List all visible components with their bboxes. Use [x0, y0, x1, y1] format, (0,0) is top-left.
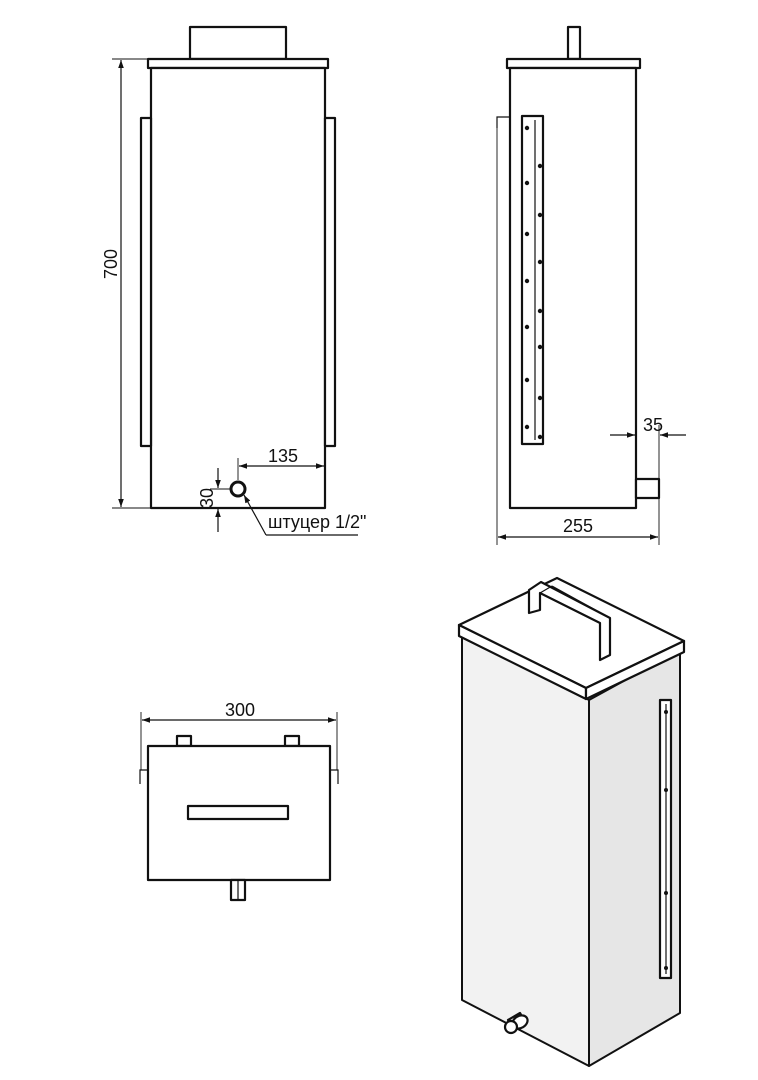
iso-handle	[527, 580, 612, 662]
side-lid	[505, 57, 642, 70]
side-depth-label: 255	[563, 516, 593, 536]
front-height-dimension: 700	[101, 58, 151, 509]
top-width-label: 300	[225, 700, 255, 720]
front-outlet-offset-label: 135	[268, 446, 298, 466]
front-right-bracket	[323, 116, 337, 448]
front-outlet-height-dimension: 30	[151, 468, 231, 532]
side-rail-bracket	[520, 114, 545, 446]
top-handle-slot	[186, 804, 290, 821]
top-left-tab	[175, 734, 193, 748]
front-outlet-height-label: 30	[197, 488, 217, 508]
side-depth-dimension: 255	[496, 128, 660, 545]
top-right-tab	[283, 734, 301, 748]
top-tank-outline	[146, 744, 332, 882]
front-left-bracket	[139, 116, 153, 448]
front-height-label: 700	[101, 249, 121, 279]
top-width-dimension: 300	[140, 700, 338, 770]
fitting-label: штуцер 1/2"	[268, 512, 366, 532]
iso-side-rail	[658, 698, 673, 980]
side-fitting-label: 35	[643, 415, 663, 435]
iso-outlet-fitting	[503, 1011, 529, 1035]
front-view: 700 135 30 штуцер 1/2"	[101, 25, 366, 536]
front-outlet-offset-dimension: 135	[237, 446, 326, 480]
side-hook	[496, 116, 510, 128]
front-lid	[146, 57, 330, 70]
side-chimney-pipe	[566, 25, 582, 61]
front-tank-body	[149, 66, 327, 510]
side-view: 255 35	[496, 25, 686, 545]
top-right-hook	[330, 769, 339, 784]
front-chimney-pipe	[188, 25, 288, 61]
iso-lid-right-edge	[584, 639, 686, 701]
front-outlet-fitting	[229, 480, 247, 498]
side-fitting-dimension: 35	[610, 415, 686, 479]
iso-front-face	[461, 636, 590, 1067]
top-left-hook	[139, 769, 148, 784]
top-view: 300	[139, 700, 339, 902]
isometric-view	[457, 576, 686, 1067]
fitting-leader: штуцер 1/2"	[243, 494, 366, 536]
side-rail-bolts	[524, 125, 543, 440]
side-outlet-fitting	[634, 477, 661, 500]
